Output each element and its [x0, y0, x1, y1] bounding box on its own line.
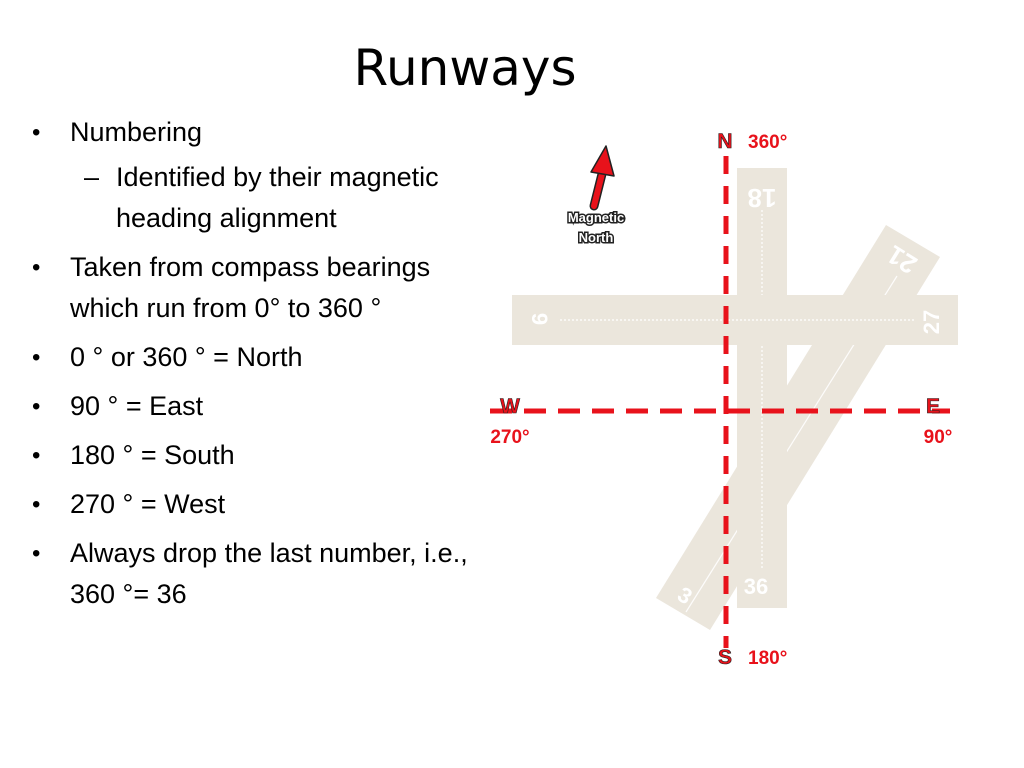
compass-degrees-360: 360°: [748, 132, 787, 153]
bullet-item-east: • 90 ° = East: [26, 386, 496, 427]
compass-degrees-90: 90°: [924, 427, 953, 448]
bullet-item-numbering: • Numbering: [26, 112, 496, 153]
bullet-marker: •: [32, 491, 41, 518]
runway-3-21-surface: [656, 225, 940, 630]
runway-number-27: 27: [919, 310, 944, 334]
bullet-list: • Numbering –Identified by their magnetic…: [26, 112, 496, 623]
runway-9-27-surface: [512, 295, 958, 345]
bullet-marker: •: [32, 442, 41, 469]
magnetic-north-arrow-icon: [589, 145, 615, 211]
bullet-marker: •: [32, 254, 41, 281]
bullet-item-west: • 270 ° = West: [26, 484, 496, 525]
bullet-text: Identified by their magnetic heading ali…: [116, 162, 439, 233]
magnetic-north-label-line1: Magnetic: [568, 210, 624, 225]
bullet-item-north: • 0 ° or 360 ° = North: [26, 337, 496, 378]
runway-18-36: [737, 168, 787, 608]
compass-letter-s: S: [718, 646, 732, 669]
slide-title: Runways: [353, 39, 577, 97]
bullet-marker: •: [32, 344, 41, 371]
bullet-marker: •: [32, 119, 41, 146]
bullet-marker: •: [32, 393, 41, 420]
bullet-item-drop-last-number: • Always drop the last number, i.e., 360 …: [26, 533, 496, 615]
bullet-item-south: • 180 ° = South: [26, 435, 496, 476]
runway-number-36: 36: [744, 574, 768, 599]
runway-9-27: [512, 295, 958, 345]
compass-letter-n: N: [717, 130, 732, 153]
compass-degrees-270: 270°: [490, 427, 529, 448]
compass-letter-e: E: [926, 395, 940, 418]
compass-degrees-180: 180°: [748, 648, 787, 669]
bullet-marker: •: [32, 540, 41, 567]
sub-bullet-marker: –: [84, 162, 100, 192]
runway-3-21: [656, 225, 940, 630]
bullet-text: 180 ° = South: [70, 440, 235, 470]
bullet-text: 270 ° = West: [70, 489, 226, 519]
bullet-text: 90 ° = East: [70, 391, 204, 421]
bullet-text: 0 ° or 360 ° = North: [70, 342, 303, 372]
magnetic-north-label-line2: North: [579, 230, 614, 245]
bullet-text: Taken from compass bearings which run fr…: [70, 252, 431, 323]
compass-letter-w: W: [500, 395, 520, 418]
runway-number-18: 18: [748, 183, 777, 213]
bullet-text: Numbering: [70, 117, 203, 147]
sub-bullet-item-magnetic-heading: –Identified by their magnetic heading al…: [26, 157, 496, 239]
bullet-item-compass-bearings: • Taken from compass bearings which run f…: [26, 247, 496, 329]
runway-number-9: 9: [527, 313, 552, 325]
bullet-text: Always drop the last number, i.e., 360 °…: [70, 538, 468, 609]
